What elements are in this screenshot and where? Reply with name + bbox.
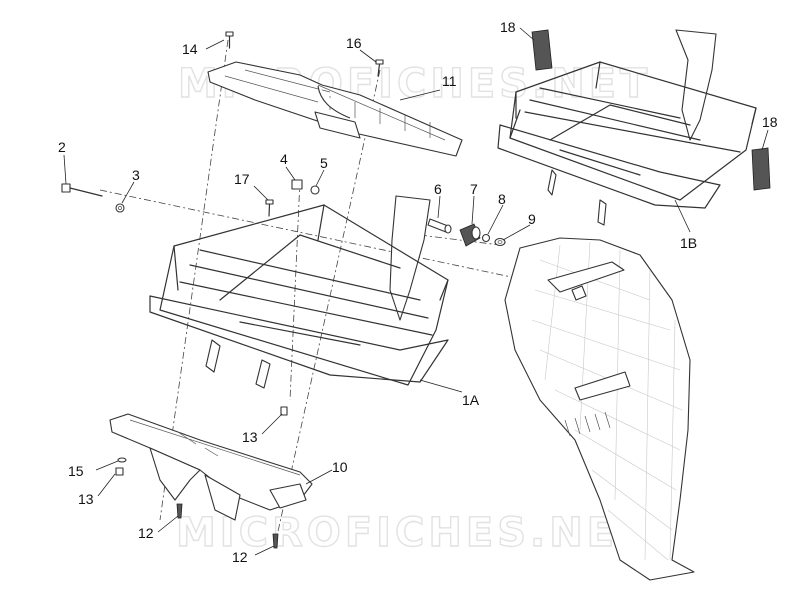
screw-12-left — [176, 503, 183, 519]
callout-13-lower: 13 — [78, 491, 94, 507]
spacer-6 — [427, 218, 452, 234]
nut-4 — [291, 179, 303, 190]
washer-8 — [481, 233, 491, 243]
front-rack-1a — [149, 195, 449, 389]
reflector-18-right — [751, 147, 771, 191]
callout-12-right: 12 — [232, 549, 248, 565]
callout-12-left: 12 — [138, 525, 154, 541]
leader-lines — [63, 27, 769, 556]
callout-16: 16 — [346, 35, 362, 51]
callout-18-top: 18 — [500, 19, 516, 35]
reflector-18-top — [531, 29, 553, 71]
washer-15 — [117, 457, 127, 463]
screw-12-right — [272, 533, 279, 549]
callout-8: 8 — [498, 191, 506, 207]
front-rack-1b — [497, 29, 757, 226]
nut-13-upper — [280, 406, 288, 416]
callout-10: 10 — [332, 459, 348, 475]
washer-9 — [494, 237, 506, 247]
lower-cover-10 — [109, 413, 313, 521]
callout-11: 11 — [442, 73, 457, 89]
washer-3 — [115, 203, 125, 213]
luggage-carrier-tray — [207, 61, 463, 157]
bush-7 — [459, 223, 481, 247]
bolt-17 — [265, 199, 274, 217]
callout-6: 6 — [434, 181, 442, 197]
callout-1a: 1A — [462, 392, 480, 408]
callout-18-right: 18 — [762, 114, 778, 130]
callout-13-upper: 13 — [242, 429, 258, 445]
callout-9: 9 — [528, 211, 536, 227]
nut-13-lower — [115, 467, 124, 476]
callout-7: 7 — [470, 181, 478, 197]
callout-1b: 1B — [680, 235, 698, 251]
watermark-bottom: MICROFICHES.NET — [176, 510, 649, 556]
callout-14: 14 — [182, 41, 198, 57]
callout-15: 15 — [68, 463, 84, 479]
bolt-2 — [61, 183, 103, 197]
bolt-14 — [225, 31, 234, 49]
washer-5 — [310, 185, 320, 195]
callout-4: 4 — [280, 151, 288, 167]
callout-5: 5 — [320, 155, 328, 171]
assembly-lines — [99, 39, 621, 546]
leg-shield-panel — [504, 237, 695, 581]
callout-3: 3 — [132, 167, 140, 183]
callout-17: 17 — [234, 171, 250, 187]
callout-2: 2 — [58, 139, 66, 155]
